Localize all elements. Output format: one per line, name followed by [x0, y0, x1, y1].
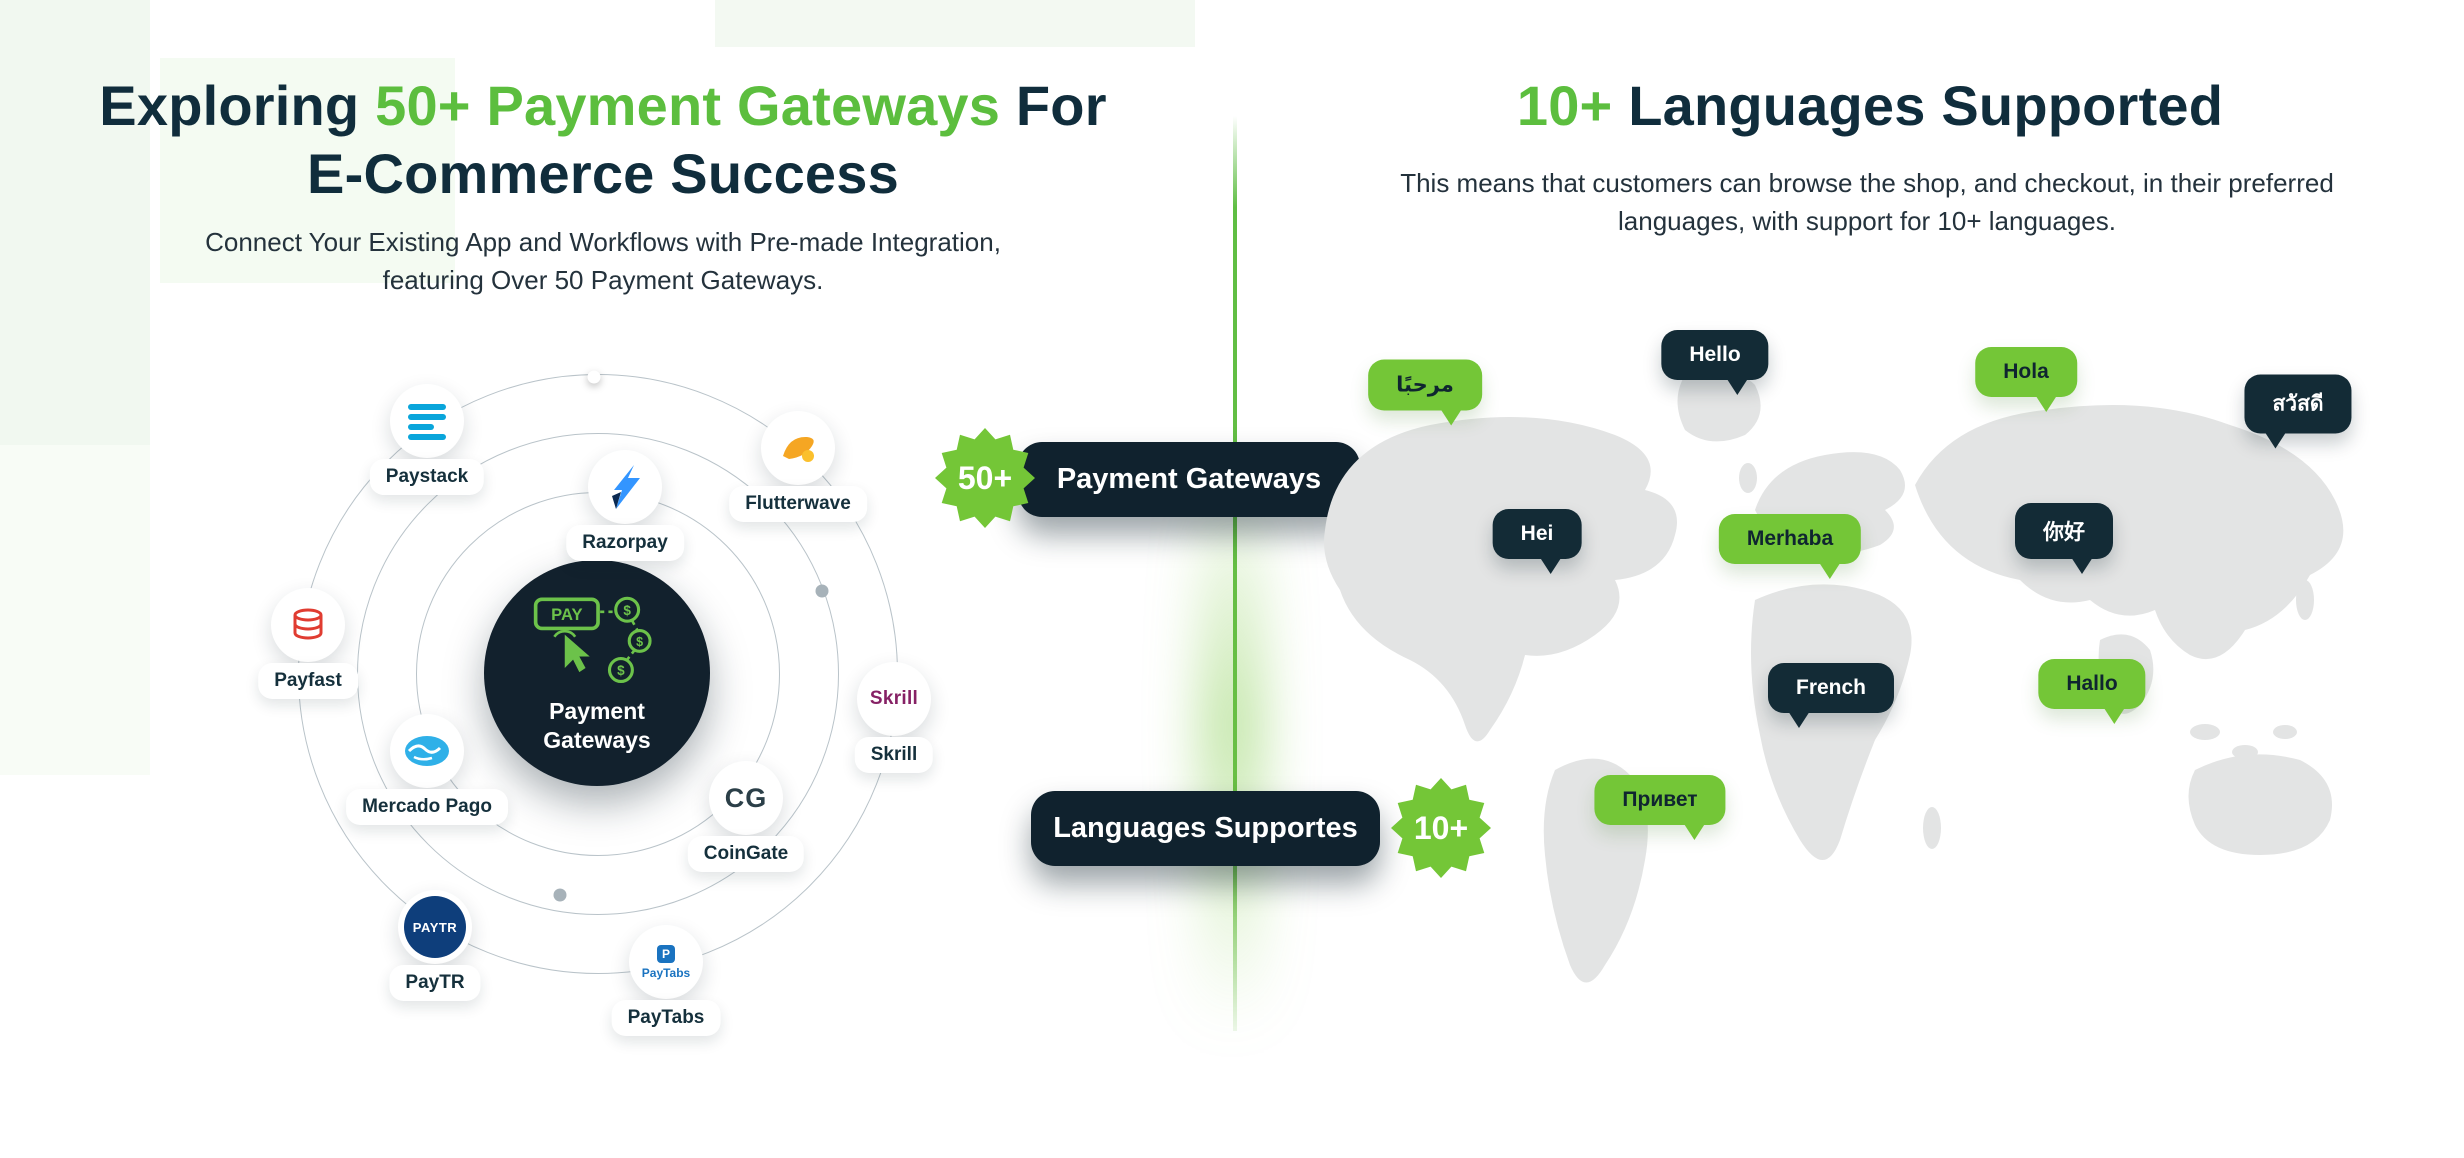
gateway-label: PayTR — [389, 965, 481, 1001]
bubble-text: Hei — [1520, 522, 1554, 545]
gateway-label: PayTabs — [611, 1000, 721, 1036]
bubble-text: Hola — [2003, 360, 2049, 383]
payment-gateways-badge: Payment Gateways — [1018, 442, 1360, 517]
language-bubble-spanish: Hola — [1975, 347, 2077, 412]
bg-accent-block — [0, 445, 150, 775]
skrill-logo-icon: Skrill — [857, 662, 931, 736]
bubble-text: French — [1795, 676, 1867, 699]
bubble-text: สวัสดี — [2272, 392, 2324, 416]
bg-accent-block — [0, 0, 150, 445]
language-bubble-english: Hello — [1661, 330, 1769, 395]
bg-accent-block — [715, 0, 1195, 47]
subtitle-line: This means that customers can browse the… — [1400, 168, 2334, 198]
svg-text:$: $ — [617, 663, 625, 678]
payments-heading-line1: Exploring 50+ Payment Gateways For — [28, 72, 1178, 140]
payment-badge-label: Payment Gateways — [1056, 463, 1322, 495]
svg-text:$: $ — [623, 603, 631, 618]
language-bubble-french: French — [1767, 663, 1895, 728]
orbit-dot — [553, 888, 567, 902]
svg-text:PAY: PAY — [551, 605, 582, 624]
languages-badge: Languages Supportes — [1031, 791, 1380, 866]
bubble-text: 你好 — [2043, 521, 2085, 544]
gateway-label: Payfast — [258, 663, 358, 699]
languages-badge-label: Languages Supportes — [1053, 812, 1358, 844]
heading-text: Exploring — [99, 74, 376, 137]
payments-heading-line2: E-Commerce Success — [307, 142, 899, 206]
map-cover-block — [1996, 872, 2464, 1158]
paytr-logo-icon: PAYTR — [398, 890, 472, 964]
paytabs-logo-icon: P PayTabs — [629, 925, 703, 999]
count-50-starburst: 50+ — [935, 428, 1035, 528]
heading-text: For — [1000, 74, 1107, 137]
subtitle-line: Connect Your Existing App and Workflows … — [205, 227, 1001, 257]
paytabs-wordmark: PayTabs — [641, 965, 691, 980]
language-bubble-german: Hallo — [2038, 659, 2146, 724]
language-bubble-thai: สวัสดี — [2244, 374, 2352, 449]
section-divider — [1233, 116, 1237, 1031]
svg-text:$: $ — [636, 635, 643, 649]
gateway-label: Skrill — [854, 737, 934, 773]
heading-text: Languages Supported — [1612, 74, 2224, 137]
hub-label: Payment Gateways — [543, 697, 650, 755]
payments-heading: Exploring 50+ Payment Gateways For E-Com… — [28, 72, 1178, 209]
paytabs-p-mark: P — [657, 944, 675, 963]
paytr-wordmark: PAYTR — [412, 919, 458, 935]
gateway-label: CoinGate — [687, 836, 805, 872]
bubble-text: مرحبًا — [1396, 373, 1454, 397]
payments-subtitle: Connect Your Existing App and Workflows … — [53, 224, 1153, 299]
language-bubble-turkish: Merhaba — [1718, 514, 1862, 579]
payment-click-icon: PAY $ $ $ — [533, 596, 652, 684]
orbit-dot — [815, 584, 829, 598]
hub-label-line: Payment — [549, 698, 645, 725]
gateway-label: Paystack — [369, 459, 485, 495]
bubble-text: Hallo — [2066, 672, 2118, 695]
divider-glow — [1200, 470, 1264, 1030]
mercado-pago-logo-icon — [390, 714, 464, 788]
bubble-text: Hello — [1689, 343, 1741, 366]
bg-accent-block — [160, 58, 455, 283]
world-map — [1300, 350, 2410, 1070]
language-bubble-norwegian: Hei — [1492, 509, 1582, 574]
language-bubble-arabic: مرحبًا — [1368, 359, 1482, 426]
hub-label-line: Gateways — [543, 727, 651, 753]
count-10-label: 10+ — [1413, 809, 1469, 846]
payment-gateways-hub: PAY $ $ $ Payment Gateways — [484, 560, 710, 786]
skrill-wordmark: Skrill — [869, 688, 919, 709]
language-bubble-russian: Привет — [1594, 775, 1726, 840]
payfast-logo-icon — [271, 588, 345, 662]
coingate-logo-icon: CG — [709, 761, 783, 835]
count-50-label: 50+ — [957, 459, 1013, 496]
gateway-label: Razorpay — [566, 525, 684, 561]
heading-highlight: 10+ — [1516, 74, 1613, 137]
flutterwave-logo-icon — [761, 411, 835, 485]
bubble-text: Привет — [1622, 788, 1698, 811]
heading-highlight: 50+ Payment Gateways — [375, 74, 1001, 137]
language-bubble-chinese: 你好 — [2015, 503, 2113, 574]
subtitle-line: languages, with support for 10+ language… — [1618, 205, 2116, 236]
bubble-text: Merhaba — [1746, 527, 1834, 550]
paystack-logo-icon — [390, 384, 464, 458]
orbit-dot — [587, 370, 601, 384]
razorpay-logo-icon — [588, 450, 662, 524]
gateway-label: Mercado Pago — [346, 789, 508, 825]
languages-subtitle: This means that customers can browse the… — [1317, 165, 2417, 240]
languages-heading: 10+ Languages Supported — [1320, 72, 2420, 140]
subtitle-line: featuring Over 50 Payment Gateways. — [382, 264, 824, 295]
coingate-wordmark: CG — [724, 782, 768, 813]
gateway-label: Flutterwave — [729, 486, 867, 522]
